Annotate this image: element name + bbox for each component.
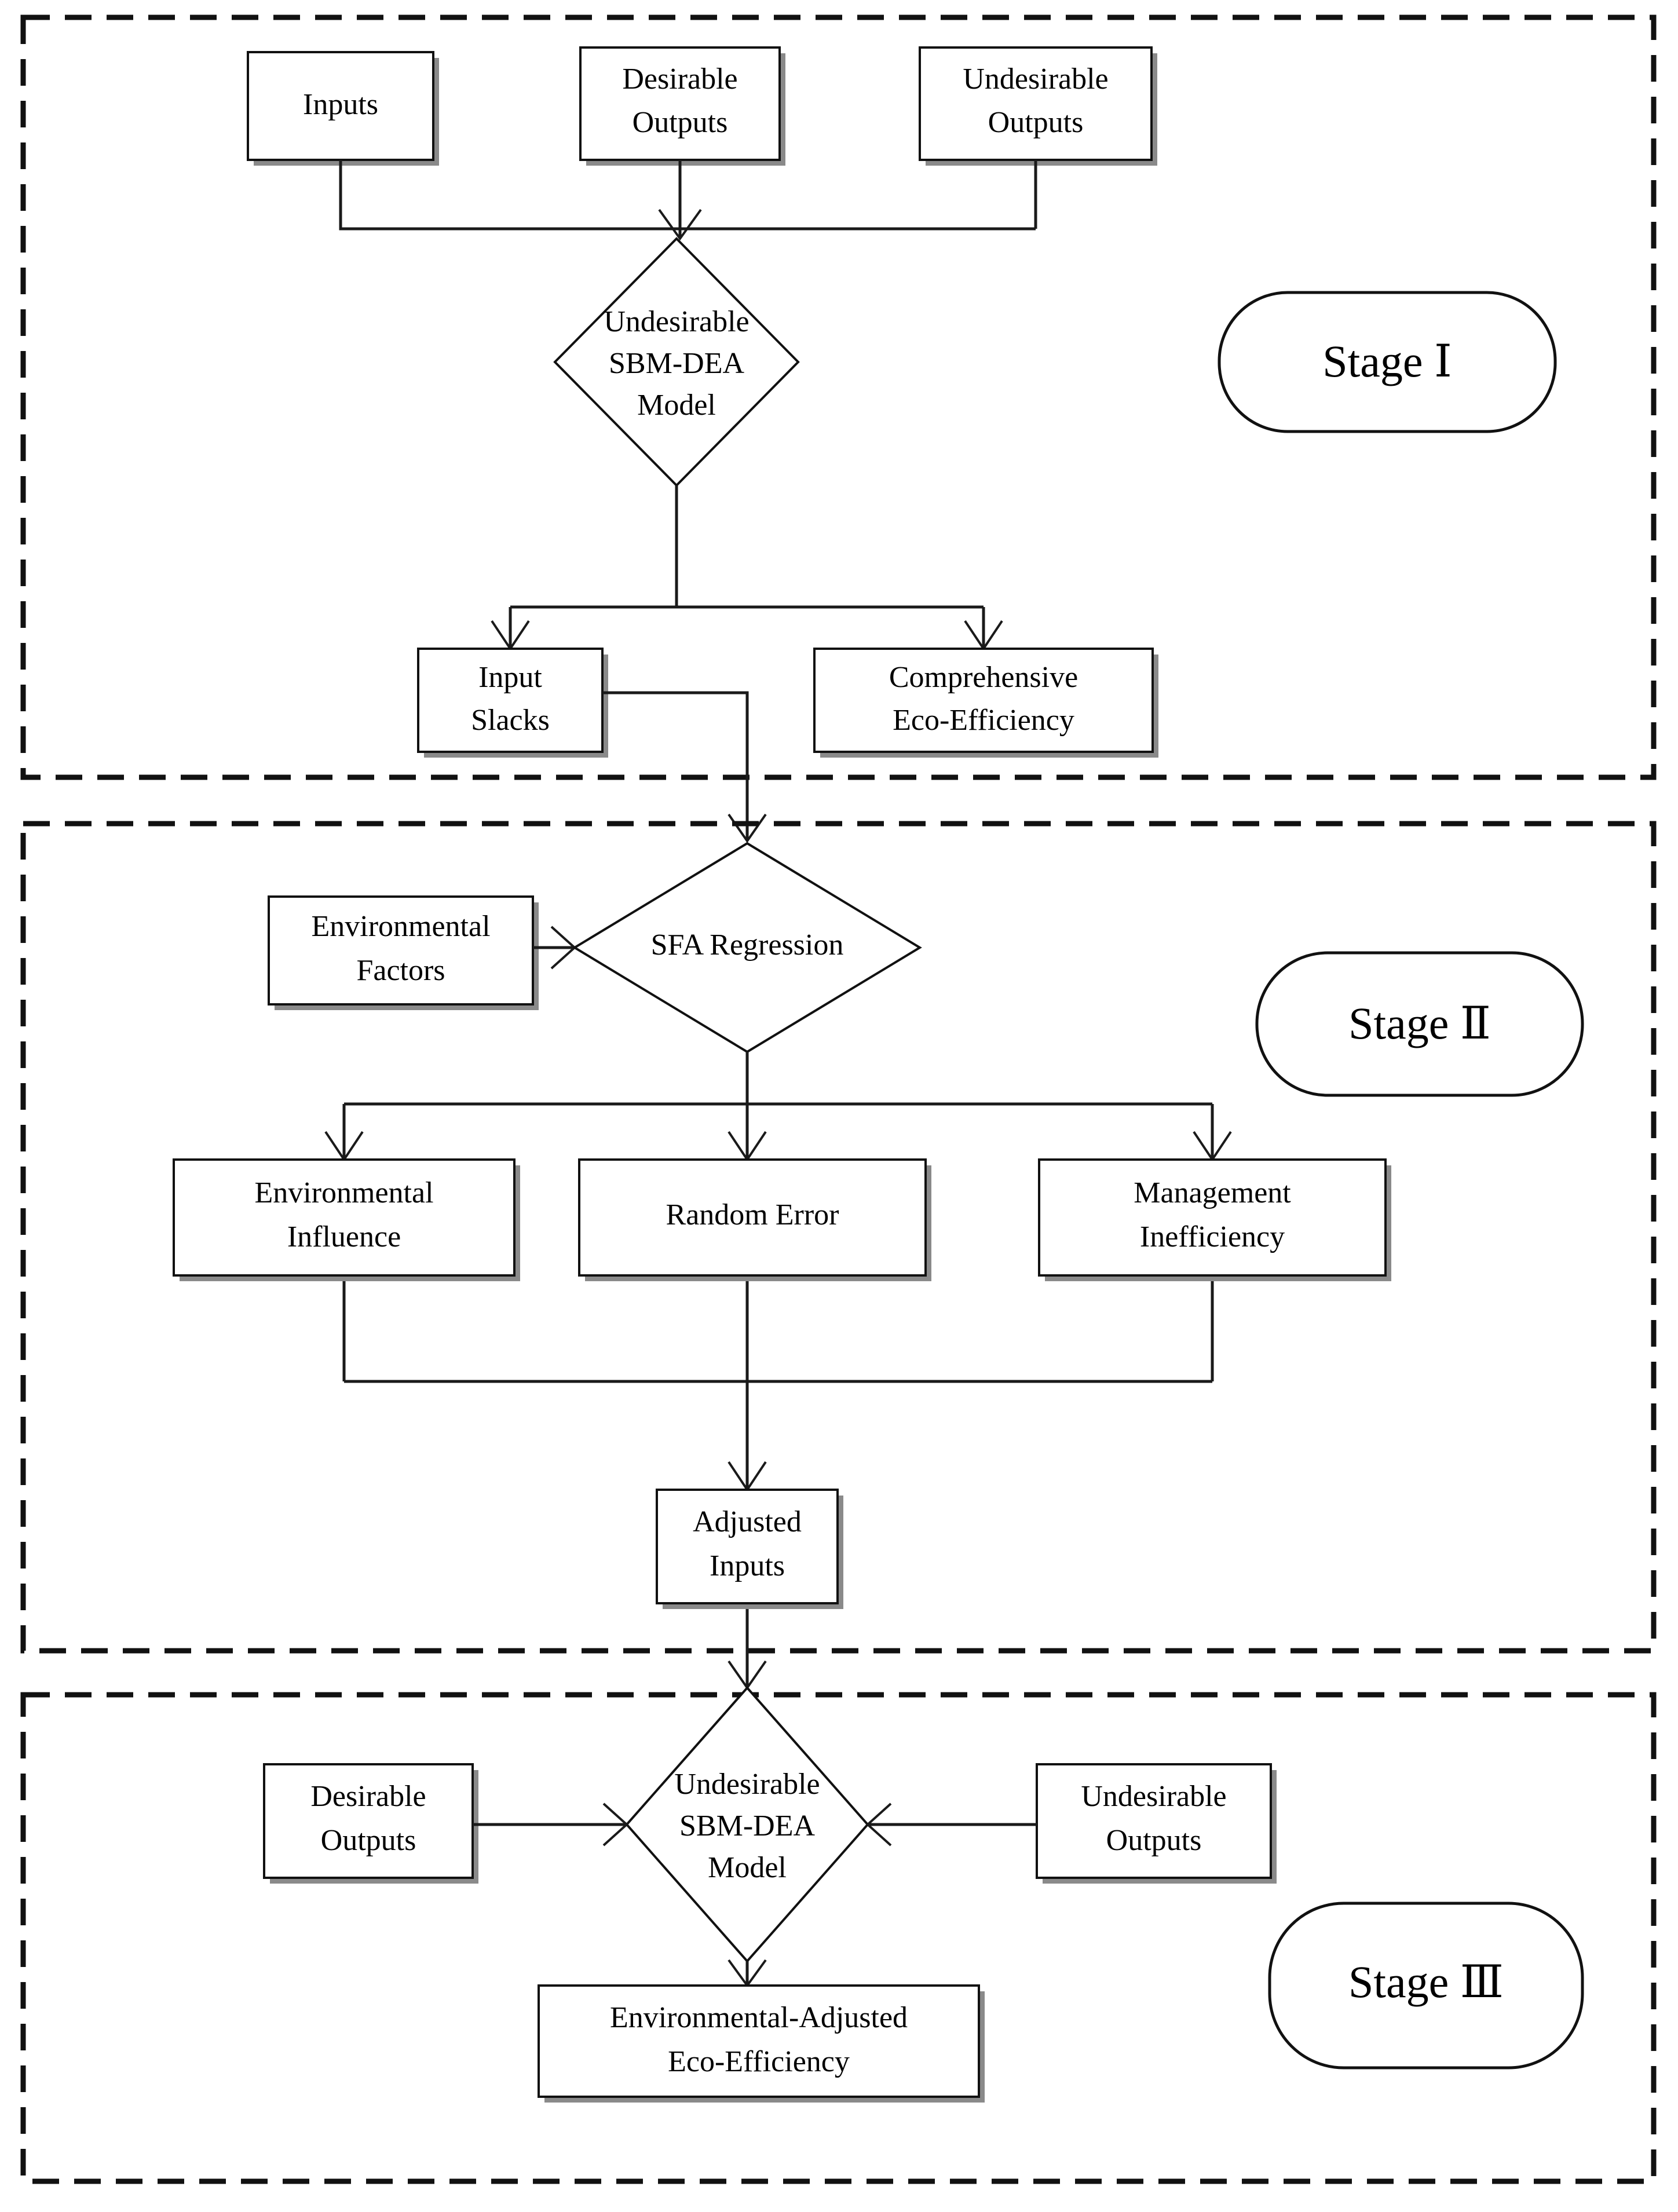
stage-3-badge-label: Stage Ⅲ xyxy=(1348,1957,1504,2007)
node-undesirable-sbm-dea-stage1-line3: Model xyxy=(637,389,716,422)
node-input-slacks-line2: Slacks xyxy=(471,704,550,737)
node-undesirable-outputs-stage1-line2: Outputs xyxy=(988,106,1084,139)
node-random-error-label: Random Error xyxy=(666,1198,839,1231)
node-desirable-outputs-stage3-line1: Desirable xyxy=(310,1780,426,1813)
stage-3-badge: Stage Ⅲ xyxy=(1268,1902,1584,2070)
node-sfa-regression[interactable]: SFA Regression xyxy=(572,842,922,1054)
node-comprehensive-eco-efficiency[interactable]: Comprehensive Eco-Efficiency xyxy=(813,648,1158,758)
node-undesirable-sbm-dea-stage3-line2: SBM-DEA xyxy=(679,1809,815,1842)
node-sfa-regression-label: SFA Regression xyxy=(651,928,844,961)
node-desirable-outputs-stage3-line2: Outputs xyxy=(321,1824,416,1857)
stage-1-frame xyxy=(20,14,1657,780)
node-comprehensive-line1: Comprehensive xyxy=(889,661,1078,694)
node-adjusted-inputs-line1: Adjusted xyxy=(693,1505,802,1538)
node-input-slacks-line1: Input xyxy=(478,661,542,694)
node-environmental-influence-line2: Influence xyxy=(287,1220,401,1253)
node-comprehensive-line2: Eco-Efficiency xyxy=(893,704,1074,737)
node-final-line1: Environmental-Adjusted xyxy=(610,2001,908,2034)
node-environmental-factors[interactable]: Environmental Factors xyxy=(268,895,539,1010)
node-inputs-label: Inputs xyxy=(303,88,378,121)
node-environmental-influence-line1: Environmental xyxy=(254,1176,433,1209)
node-inputs[interactable]: Inputs xyxy=(247,51,439,166)
node-final-line2: Eco-Efficiency xyxy=(668,2045,850,2078)
node-undesirable-sbm-dea-stage1-line2: SBM-DEA xyxy=(609,347,744,380)
arrowhead-into-dea3-right xyxy=(866,1802,892,1847)
node-desirable-outputs-stage1-line2: Outputs xyxy=(633,106,728,139)
stage-3-frame xyxy=(20,1692,1657,2184)
edge-inputs-to-dea1 xyxy=(339,160,1036,231)
arrowhead-into-dea3-left xyxy=(602,1802,628,1847)
node-management-inefficiency[interactable]: Management Inefficiency xyxy=(1038,1158,1391,1281)
node-undesirable-outputs-stage1-line1: Undesirable xyxy=(963,63,1108,96)
node-desirable-outputs-stage3[interactable]: Desirable Outputs xyxy=(263,1763,478,1884)
node-management-inefficiency-line2: Inefficiency xyxy=(1140,1220,1285,1253)
node-undesirable-sbm-dea-stage3[interactable]: Undesirable SBM-DEA Model xyxy=(625,1685,869,1964)
node-desirable-outputs-stage1[interactable]: Desirable Outputs xyxy=(579,46,785,166)
node-undesirable-sbm-dea-stage1[interactable]: Undesirable SBM-DEA Model xyxy=(553,237,800,487)
node-management-inefficiency-line1: Management xyxy=(1134,1176,1291,1209)
node-adjusted-inputs-line2: Inputs xyxy=(710,1549,785,1582)
stage-2-frame xyxy=(20,821,1657,1654)
node-environmental-factors-line2: Factors xyxy=(356,954,445,987)
node-random-error[interactable]: Random Error xyxy=(578,1158,931,1281)
stage-2-badge: Stage Ⅱ xyxy=(1255,951,1584,1097)
stage-1-badge: Stage Ⅰ xyxy=(1218,291,1557,433)
node-undesirable-outputs-stage3-line2: Outputs xyxy=(1106,1824,1202,1857)
node-undesirable-sbm-dea-stage3-line1: Undesirable xyxy=(674,1768,820,1801)
node-adjusted-inputs[interactable]: Adjusted Inputs xyxy=(656,1489,843,1609)
node-undesirable-outputs-stage3-line1: Undesirable xyxy=(1081,1780,1226,1813)
node-undesirable-outputs-stage3[interactable]: Undesirable Outputs xyxy=(1036,1763,1277,1884)
node-desirable-outputs-stage1-line1: Desirable xyxy=(622,63,737,96)
node-environmental-adjusted-eco-efficiency[interactable]: Environmental-Adjusted Eco-Efficiency xyxy=(538,1984,985,2103)
stage-2-badge-label: Stage Ⅱ xyxy=(1348,998,1491,1048)
arrowhead-into-dea1 xyxy=(658,209,702,241)
node-environmental-influence[interactable]: Environmental Influence xyxy=(173,1158,520,1281)
stage-1-badge-label: Stage Ⅰ xyxy=(1322,336,1452,386)
node-environmental-factors-line1: Environmental xyxy=(311,910,490,943)
node-undesirable-sbm-dea-stage1-line1: Undesirable xyxy=(604,305,749,338)
edge-input-slacks-to-sfa xyxy=(602,691,749,841)
node-input-slacks[interactable]: Input Slacks xyxy=(417,648,608,758)
node-undesirable-sbm-dea-stage3-line3: Model xyxy=(708,1851,787,1884)
node-undesirable-outputs-stage1[interactable]: Undesirable Outputs xyxy=(919,46,1157,166)
